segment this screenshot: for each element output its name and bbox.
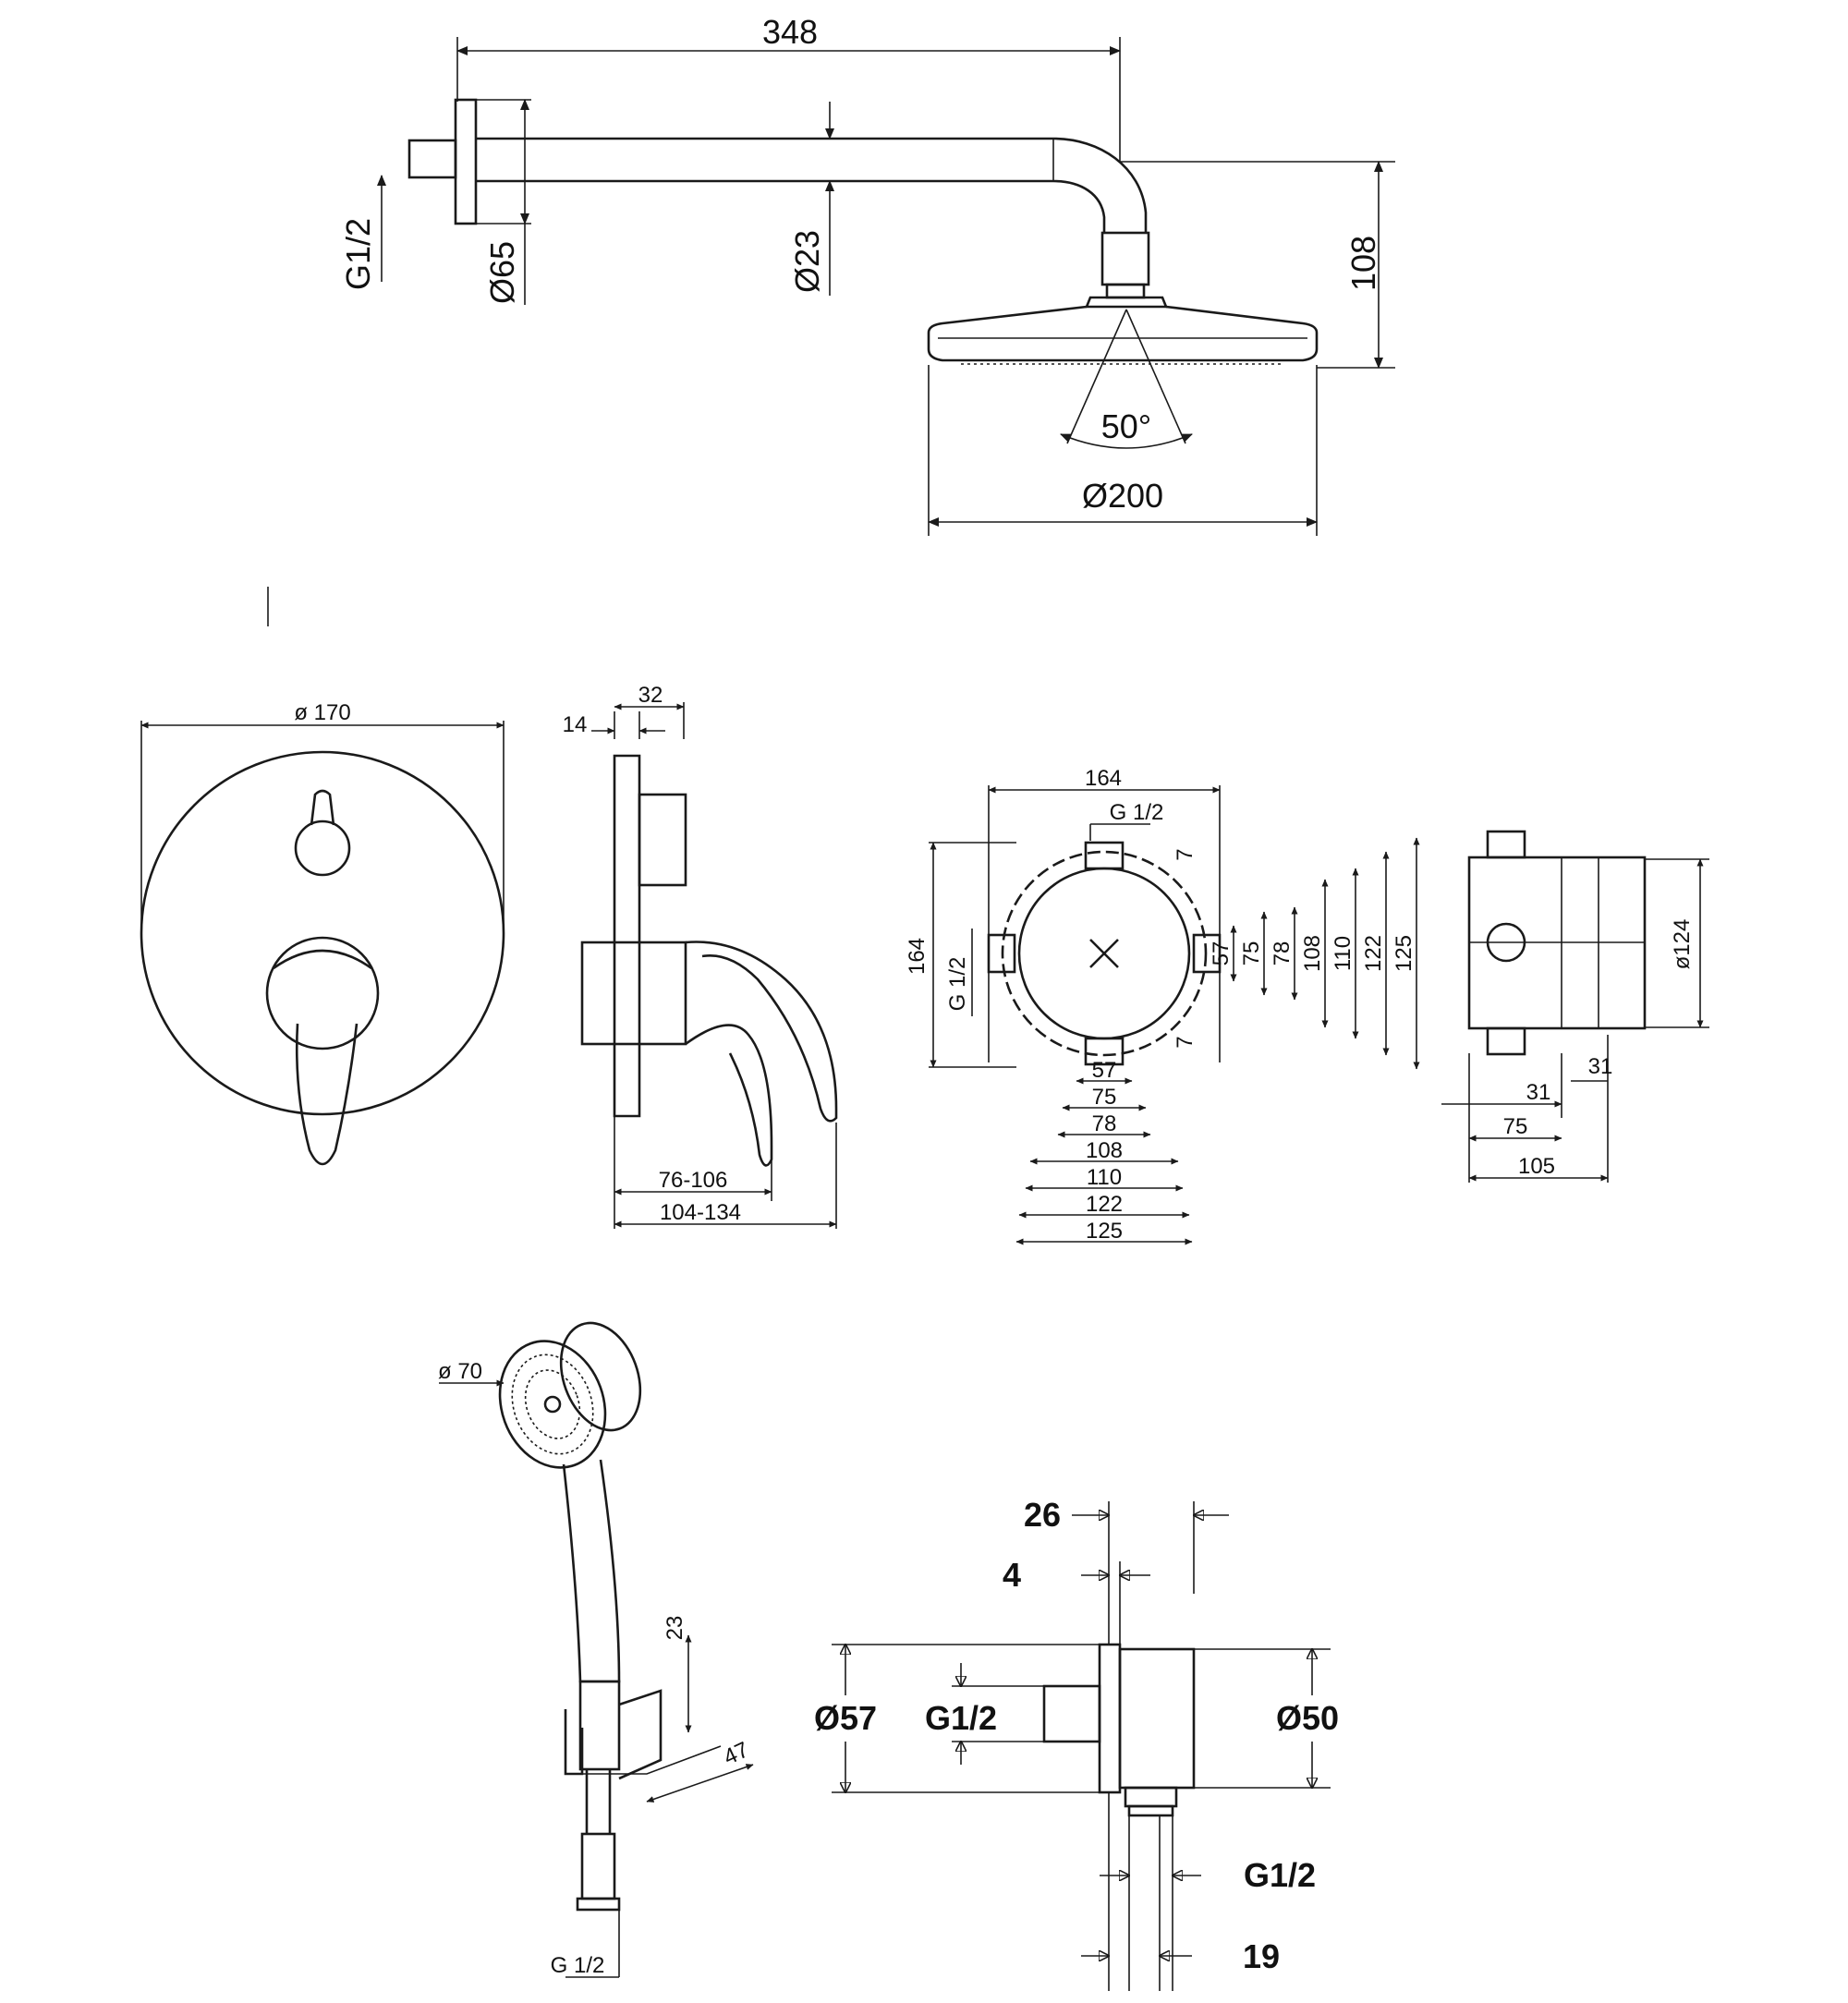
side-dim-2: 31 <box>1526 1080 1551 1105</box>
right-dim-label: 108 <box>1300 935 1325 972</box>
overhead-shower-drawing: 348 50° Ø200 108 G <box>339 13 1395 536</box>
mixer-side-view: 14 32 76-106 104-134 <box>563 683 838 1229</box>
right-dim-label: 125 <box>1392 935 1416 972</box>
right-dim-label: 78 <box>1270 941 1295 966</box>
bottom-dim-label: 125 <box>1086 1219 1123 1244</box>
right-dim-label: 122 <box>1361 935 1386 972</box>
diameter-label: ø124 <box>1670 919 1695 970</box>
side-dim-4: 105 <box>1518 1154 1555 1179</box>
hose-thread-label: G 1/2 <box>551 1953 605 1978</box>
plate-thickness-label: 14 <box>563 712 588 737</box>
arm-diameter-label: Ø23 <box>788 230 826 293</box>
right-dim-label: 57 <box>1209 941 1234 966</box>
body-diameter-label: Ø50 <box>1276 1699 1339 1737</box>
head-diameter-label: ø 70 <box>438 1359 482 1384</box>
holder-depth-label: 47 <box>720 1737 753 1770</box>
holder-height-label: 23 <box>663 1616 687 1641</box>
right-dim-label: 75 <box>1239 941 1264 966</box>
top-thread-label: G 1/2 <box>1110 800 1164 825</box>
range-inner-label: 76-106 <box>659 1168 728 1193</box>
valve-body-front-view: 164 G 1/2 164 G 1/2 7 7 <box>905 766 1222 1068</box>
depth-label: 32 <box>638 683 663 708</box>
side-dim-1: 31 <box>1588 1054 1613 1079</box>
outlet-thread-label: G1/2 <box>1244 1856 1316 1894</box>
offset-bottom-label: 7 <box>1173 1036 1198 1048</box>
bottom-dim-label: 110 <box>1087 1165 1122 1190</box>
bottom-dim-label: 108 <box>1086 1138 1123 1163</box>
outer-diameter-label: Ø57 <box>814 1699 877 1737</box>
offset-top-label: 7 <box>1173 848 1198 860</box>
hand-shower-drawing: ø 70 G 1/2 23 47 <box>438 1321 754 1978</box>
right-dim-label: 110 <box>1331 936 1356 971</box>
bottom-dim-label: 78 <box>1092 1111 1117 1136</box>
bottom-dim-label: 57 <box>1092 1058 1117 1083</box>
height-label: 164 <box>905 938 930 975</box>
mixer-front-view: ø 170 <box>140 700 505 1166</box>
inlet-thread-label: G1/2 <box>925 1699 997 1737</box>
spray-angle-label: 50° <box>1101 407 1151 445</box>
width-label: 164 <box>1085 766 1122 791</box>
bottom-dim-label: 122 <box>1086 1192 1123 1217</box>
plate-diameter-label: ø 170 <box>294 700 350 725</box>
connection-thread-label: G1/2 <box>339 218 377 290</box>
valve-body-side-view: ø124 31 31 75 105 <box>1441 830 1709 1183</box>
arm-length-label: 348 <box>762 13 818 51</box>
flange-diameter-label: Ø65 <box>483 241 521 304</box>
height-label: 108 <box>1344 236 1382 291</box>
bottom-dim-label: 75 <box>1092 1085 1117 1110</box>
depth-label: 26 <box>1024 1496 1061 1534</box>
range-outer-label: 104-134 <box>660 1200 741 1225</box>
outlet-width-label: 19 <box>1243 1937 1280 1975</box>
head-diameter-label: Ø200 <box>1082 477 1163 515</box>
side-dim-3: 75 <box>1503 1114 1528 1139</box>
side-thread-label: G 1/2 <box>945 957 970 1012</box>
wall-outlet-drawing: 26 4 Ø57 G1/2 Ø50 <box>814 1496 1339 1991</box>
flange-label: 4 <box>1003 1556 1021 1594</box>
